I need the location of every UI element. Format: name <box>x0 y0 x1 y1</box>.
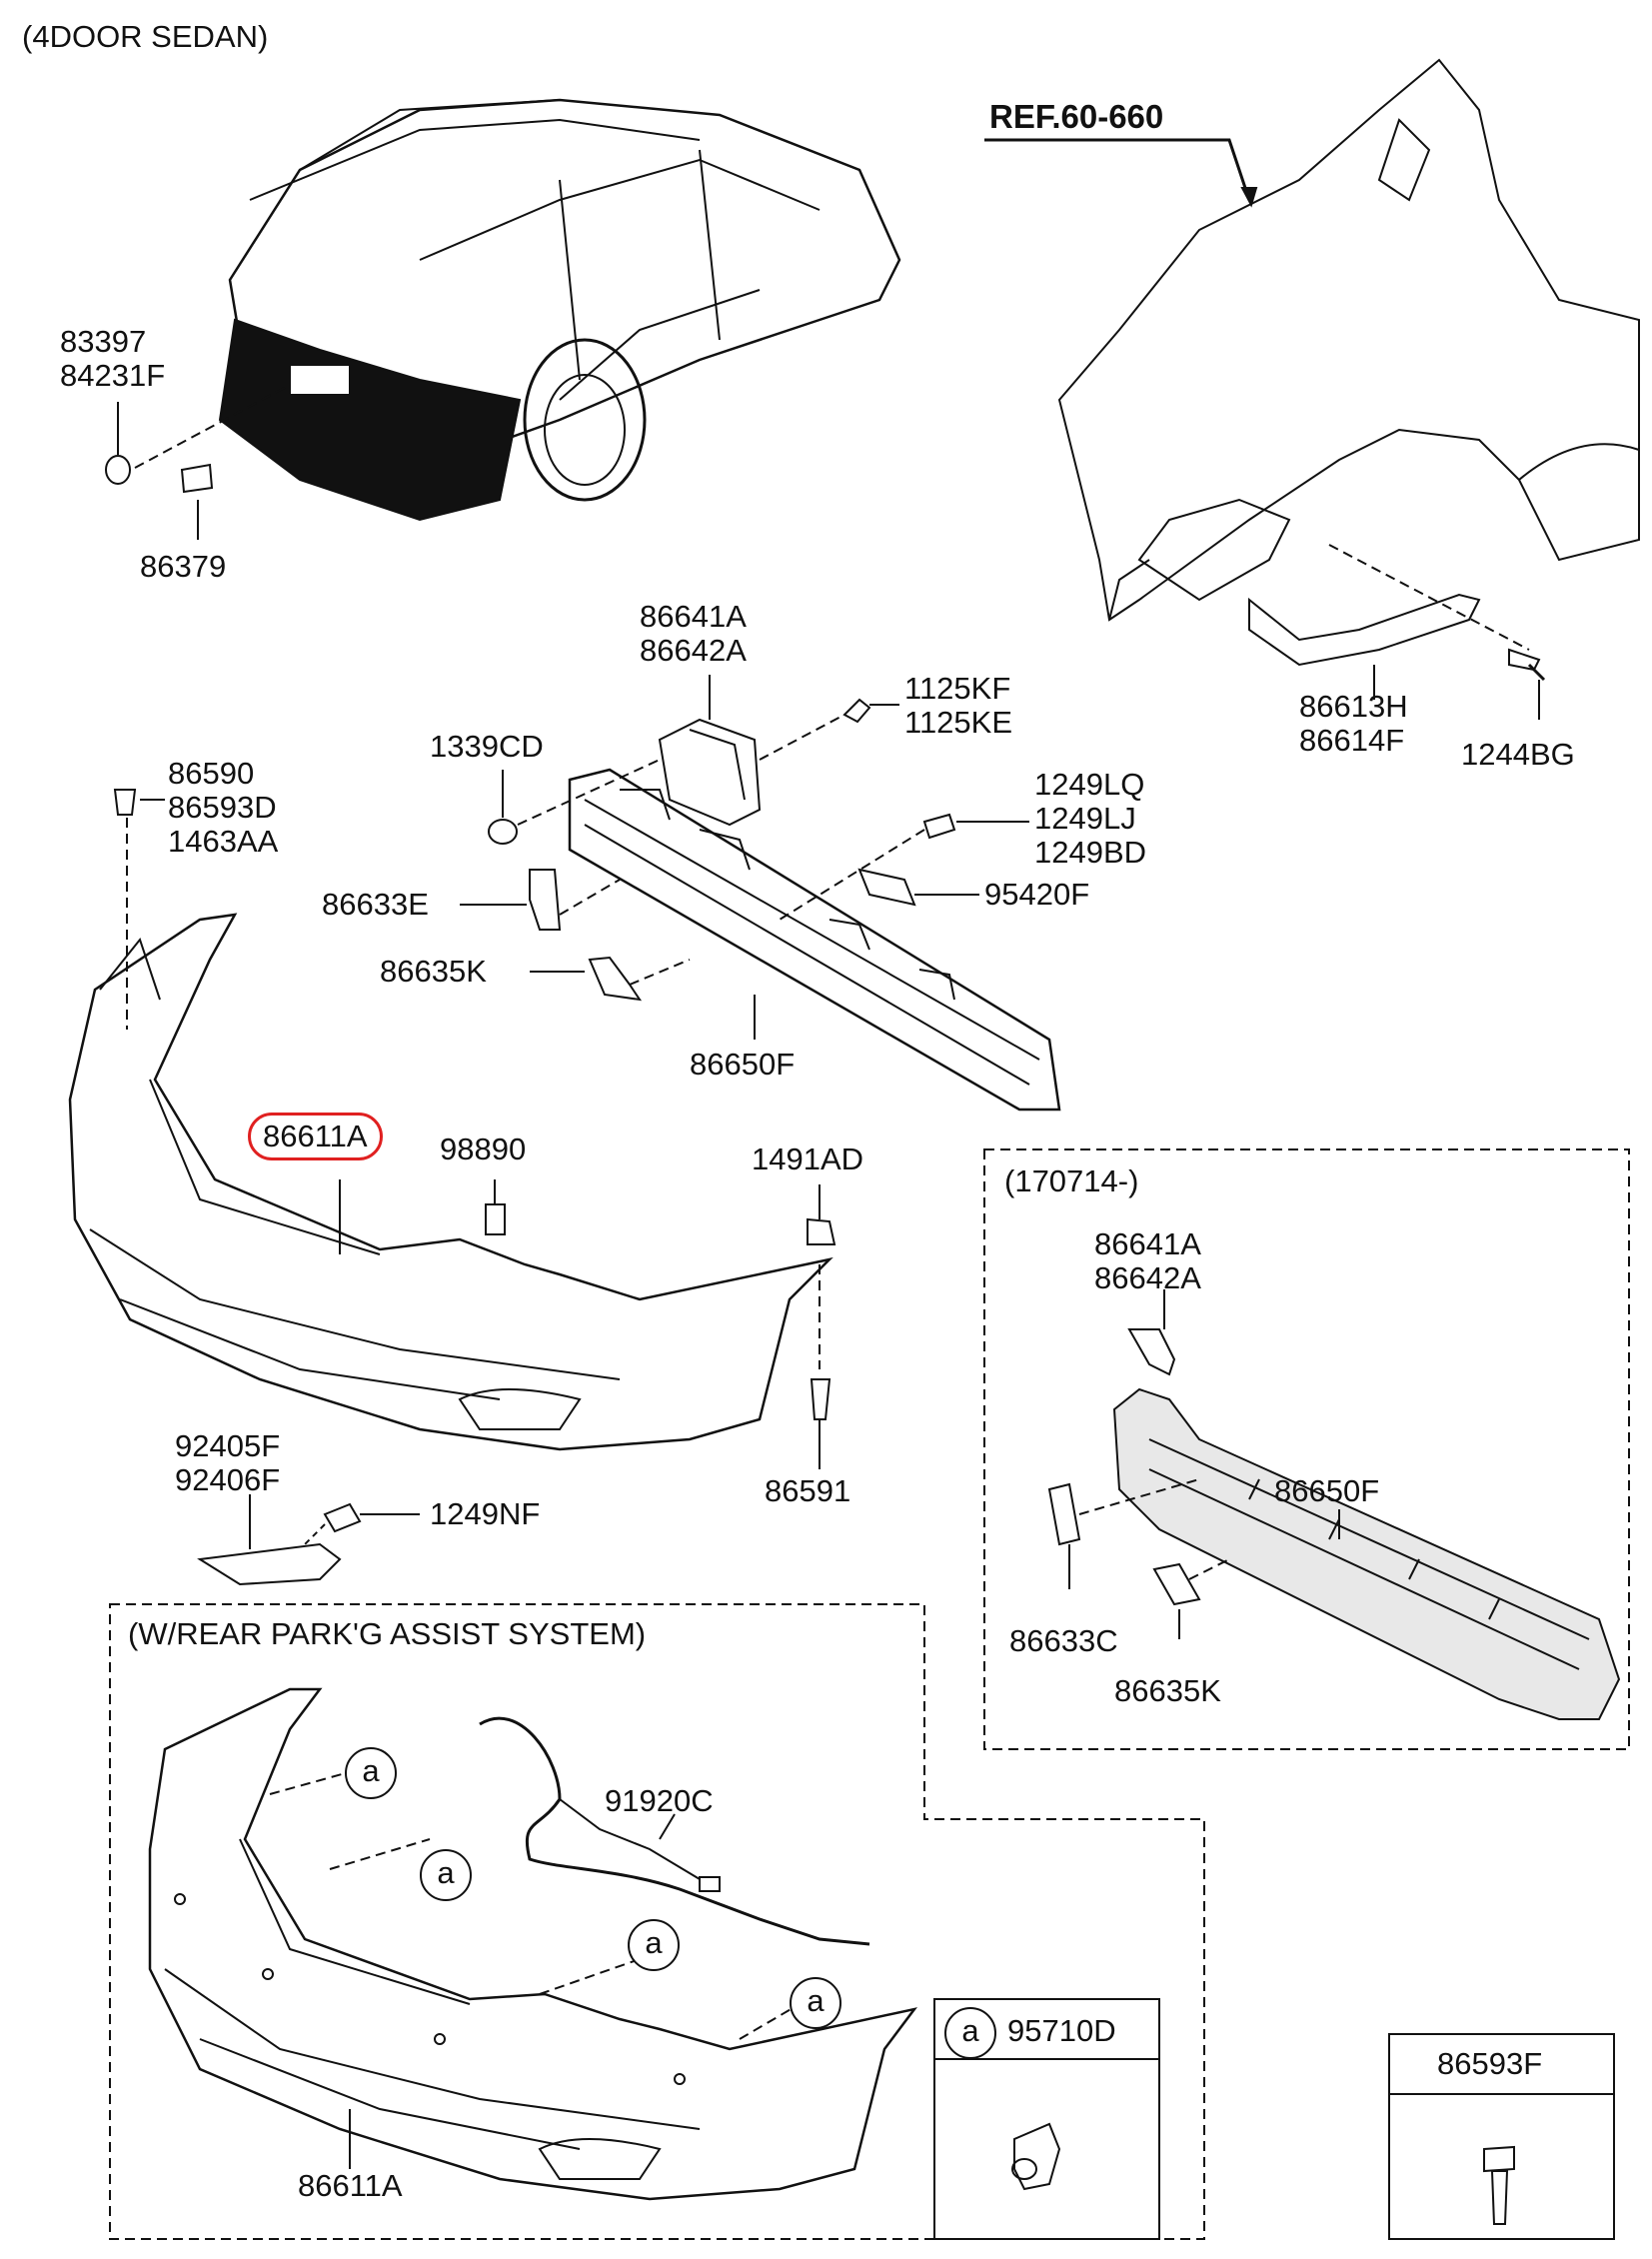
bracket-upper-part <box>529 869 562 931</box>
harness-part <box>479 1716 870 1946</box>
part-label-83397[interactable]: 83397 84231F <box>60 324 166 393</box>
part-label-86591[interactable]: 86591 <box>765 1473 851 1508</box>
inset-label-86635K[interactable]: 86635K <box>1114 1673 1221 1708</box>
sensor-box <box>933 1998 1160 2240</box>
inset-rail-illustration <box>1112 1387 1621 1720</box>
part-label-92405F[interactable]: 92405F 92406F <box>175 1428 281 1497</box>
part-label-86613H[interactable]: 86613H 86614F <box>1299 689 1408 758</box>
part-label-86650F[interactable]: 86650F <box>690 1047 796 1082</box>
sensor-bracket-part <box>857 868 916 907</box>
box-label-86593F[interactable]: 86593F <box>1437 2046 1543 2081</box>
callout-a-3: a <box>628 1919 680 1971</box>
plug-part <box>105 455 131 485</box>
nut-part <box>488 819 518 845</box>
clip-part <box>485 1203 506 1235</box>
variant-title: (4DOOR SEDAN) <box>22 19 269 54</box>
part-label-86635K[interactable]: 86635K <box>380 954 487 989</box>
reflector-part <box>197 1542 342 1586</box>
inset-label-86633C[interactable]: 86633C <box>1009 1623 1118 1658</box>
rail-illustration <box>568 768 1061 1112</box>
bolt-part <box>1483 2145 1515 2173</box>
part-label-1244BG[interactable]: 1244BG <box>1461 737 1575 772</box>
callout-a-1: a <box>345 1747 397 1799</box>
sedan-illustration <box>218 98 901 522</box>
inset-170714-title: (170714-) <box>1004 1163 1139 1198</box>
part-label-1491AD[interactable]: 1491AD <box>752 1141 864 1176</box>
park-label-86611A[interactable]: 86611A <box>298 2168 403 2203</box>
part-label-1249LQ[interactable]: 1249LQ 1249LJ 1249BD <box>1034 767 1147 870</box>
part-label-86590[interactable]: 86590 86593D 1463AA <box>168 756 279 859</box>
part-label-86633E[interactable]: 86633E <box>322 887 429 922</box>
park-assist-title: (W/REAR PARK'G ASSIST SYSTEM) <box>128 1616 647 1651</box>
park-assist-frame <box>109 1603 1205 2240</box>
part-label-98890[interactable]: 98890 <box>440 1131 527 1166</box>
part-label-1339CD[interactable]: 1339CD <box>430 729 544 764</box>
inset-label-86641A[interactable]: 86641A 86642A <box>1094 1226 1201 1295</box>
retainer-part <box>113 789 137 816</box>
side-bracket-part <box>1248 593 1481 667</box>
park-assist-bumper-illustration <box>148 1687 918 2201</box>
inset-label-86650F[interactable]: 86650F <box>1274 1473 1380 1508</box>
park-label-95710D[interactable]: 95710D <box>1007 2013 1116 2048</box>
callout-a-2: a <box>420 1849 472 1901</box>
reference-label: REF.60-660 <box>989 98 1164 135</box>
sensor-part <box>1013 2122 1061 2191</box>
screw-part <box>810 1378 831 1420</box>
part-label-86641A[interactable]: 86641A 86642A <box>640 599 747 668</box>
bolt-box <box>1388 2033 1615 2240</box>
park-label-91920C[interactable]: 91920C <box>605 1783 714 1818</box>
part-label-95420F[interactable]: 95420F <box>984 877 1090 912</box>
part-label-1249NF[interactable]: 1249NF <box>430 1496 541 1531</box>
part-label-86379[interactable]: 86379 <box>140 549 227 584</box>
bracket-lower-part <box>588 956 643 1002</box>
bumper-cover-illustration <box>68 913 833 1451</box>
quarter-panel-illustration <box>1057 58 1640 622</box>
cap-part <box>180 463 214 494</box>
fastener-part <box>807 1217 836 1245</box>
callout-a-box: a <box>944 2007 996 2059</box>
inset-170714-frame <box>983 1148 1630 1750</box>
part-label-1125KF[interactable]: 1125KF 1125KE <box>904 671 1013 740</box>
callout-a-4: a <box>790 1977 841 2029</box>
cover-plate-part <box>658 718 762 827</box>
part-label-86611A-highlighted[interactable]: 86611A <box>248 1113 383 1160</box>
